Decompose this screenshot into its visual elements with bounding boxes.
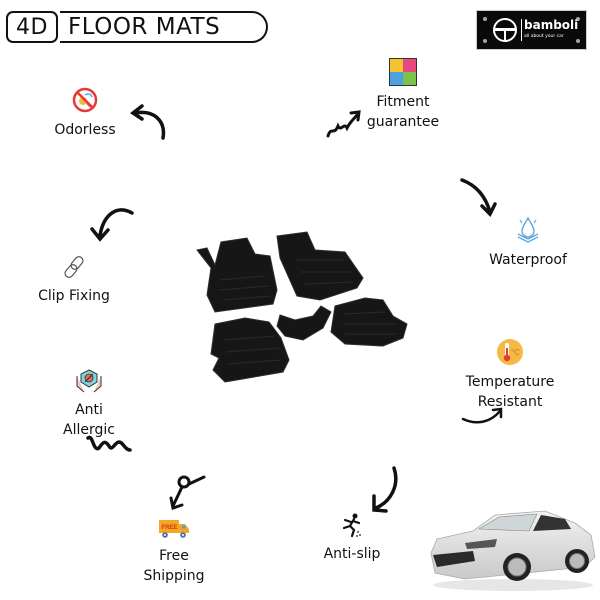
- feature-label: Anti-slip: [323, 546, 381, 562]
- no-odor-icon: [72, 87, 98, 113]
- curved-arrow-icon: [461, 407, 503, 424]
- feature-anti-slip: Anti-slip: [312, 512, 392, 564]
- bamboli-logo: bamboli all about your car: [476, 10, 587, 50]
- feature-fitment: Fitment guarantee: [358, 58, 448, 132]
- title-text: FLOOR MATS: [60, 11, 268, 43]
- svg-text:°C: °C: [511, 348, 520, 357]
- allergy-shield-icon: [76, 369, 102, 393]
- feature-label: Odorless: [54, 122, 116, 138]
- car-image: [430, 510, 596, 591]
- thermometer-icon: °C: [497, 339, 523, 365]
- feature-label-line1: Free: [159, 548, 189, 564]
- feature-label-line2: Shipping: [143, 568, 205, 584]
- water-drop-icon: [517, 216, 539, 243]
- feature-label-line2: Allergic: [63, 422, 115, 438]
- curved-arrow-icon: [90, 208, 134, 242]
- curved-arrow-icon: [372, 466, 398, 513]
- feature-label-line1: Anti: [75, 402, 103, 418]
- feature-label-line2: Resistant: [477, 394, 543, 410]
- steering-wheel-icon: [493, 18, 517, 42]
- 4d-badge: 4D: [6, 11, 58, 43]
- curved-arrow-icon: [460, 178, 497, 217]
- feature-clip-fixing: Clip Fixing: [28, 254, 120, 306]
- curved-arrow-icon: [130, 104, 166, 140]
- feature-label: Clip Fixing: [38, 288, 110, 304]
- feature-free-shipping: FREE Free Shipping: [134, 518, 214, 586]
- feature-label: Waterproof: [489, 252, 567, 268]
- product-title: 4D FLOOR MATS: [2, 10, 268, 44]
- logo-name: bamboli: [524, 18, 579, 32]
- squiggle-arrow-icon: [326, 110, 361, 138]
- logo-tagline: all about your car: [524, 34, 564, 39]
- svg-text:FREE: FREE: [162, 525, 178, 531]
- slipping-person-icon: [342, 513, 361, 538]
- feature-label-line1: Fitment: [376, 94, 430, 110]
- floor-mats-image: [196, 231, 408, 383]
- delivery-truck-icon: FREE: [159, 520, 189, 538]
- feature-odorless: Odorless: [44, 86, 126, 140]
- feature-label-line2: guarantee: [366, 114, 440, 130]
- feature-anti-allergic: Anti Allergic: [54, 368, 124, 440]
- feature-temperature: °C Temperature Resistant: [456, 338, 564, 412]
- feature-label-line1: Temperature: [465, 374, 555, 390]
- feature-waterproof: Waterproof: [478, 214, 578, 270]
- puzzle-icon: [389, 58, 417, 86]
- squiggle-icon: [86, 435, 132, 452]
- loop-arrow-icon: [169, 475, 206, 510]
- chain-link-icon: [64, 256, 84, 278]
